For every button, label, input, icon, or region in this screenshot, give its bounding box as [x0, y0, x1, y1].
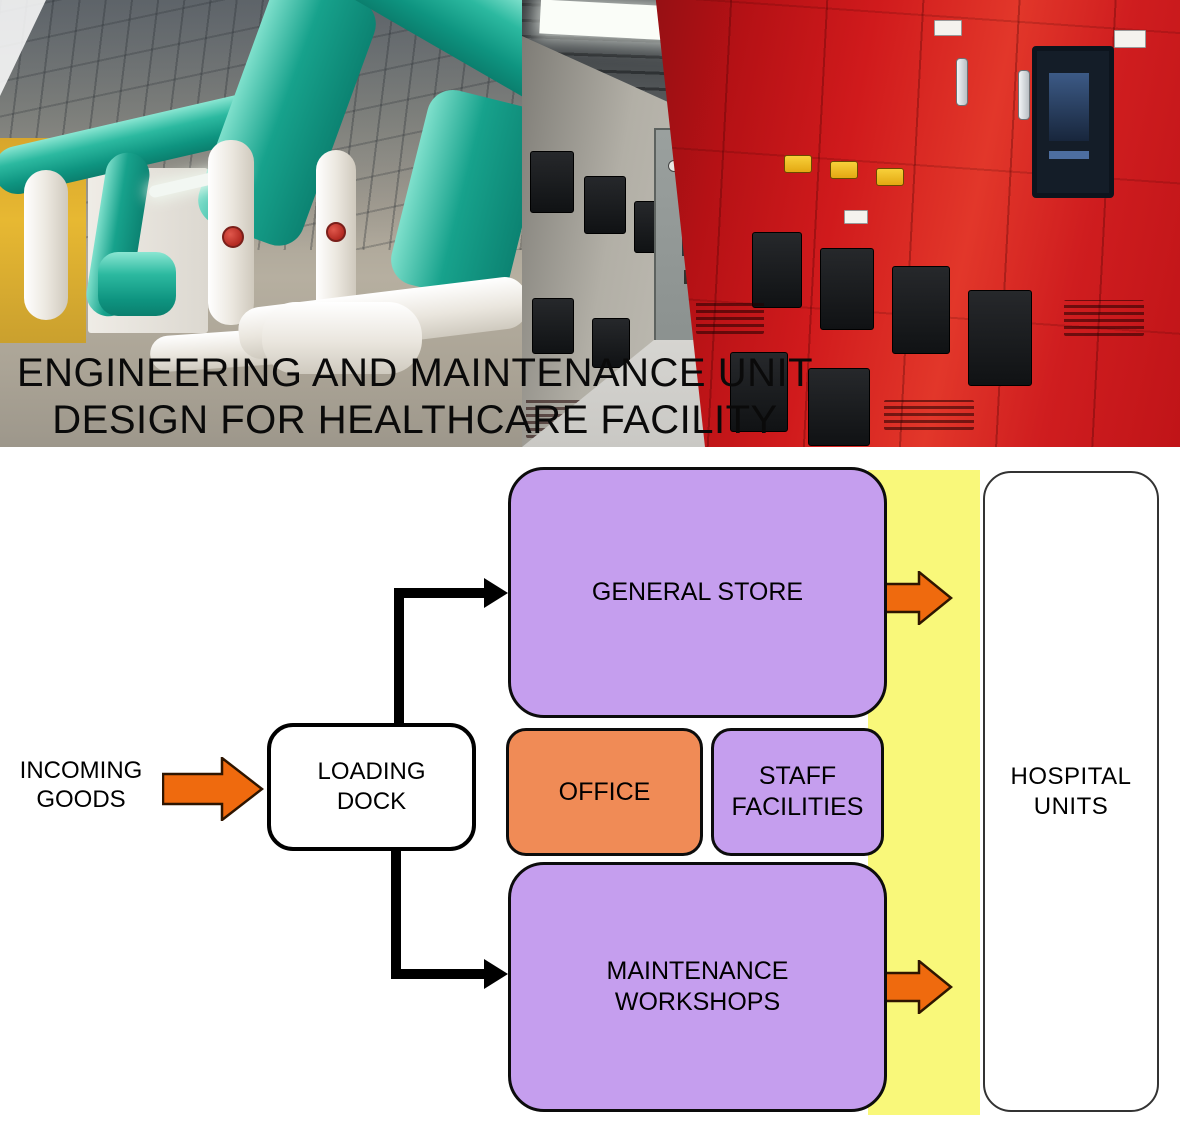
connector-up-vertical — [394, 588, 404, 725]
photo-electrical-switchgear-room — [522, 0, 1180, 447]
red-valve — [222, 226, 244, 248]
label-sticker — [844, 210, 868, 224]
page-title: ENGINEERING AND MAINTENANCE UNIT DESIGN … — [0, 350, 830, 444]
breaker-module — [584, 176, 626, 234]
node-general-store: GENERAL STORE — [508, 467, 887, 718]
vent-grille — [884, 400, 974, 430]
maintenance-workshops-line1: MAINTENANCE — [606, 957, 789, 985]
incoming-goods-label: INCOMING GOODS — [0, 756, 162, 814]
yellow-switch-handle — [784, 155, 812, 173]
photo-mechanical-plant-room — [0, 0, 522, 447]
general-store-label: GENERAL STORE — [591, 578, 804, 606]
relay-screen — [1049, 73, 1089, 141]
incoming-goods-line1: INCOMING — [19, 757, 143, 784]
loading-dock-line2: DOCK — [336, 788, 407, 815]
page-title-line1: ENGINEERING AND MAINTENANCE UNIT — [16, 351, 814, 395]
breaker-module — [968, 290, 1032, 386]
connector-up-arrowhead — [484, 578, 508, 608]
node-staff-facilities: STAFF FACILITIES — [711, 728, 884, 856]
hospital-units-line1: HOSPITAL — [1010, 762, 1132, 790]
connector-down-arrowhead — [484, 959, 508, 989]
label-sticker — [1114, 30, 1146, 48]
connector-down-horizontal — [391, 969, 485, 979]
office-label: OFFICE — [558, 777, 651, 806]
protection-relay-display — [1032, 46, 1114, 198]
connector-down-vertical — [391, 849, 401, 979]
door-handle — [1018, 70, 1030, 120]
teal-pipe-elbow — [98, 252, 176, 316]
breaker-module — [752, 232, 802, 308]
breaker-module — [820, 248, 874, 330]
relay-led-strip — [1049, 151, 1089, 159]
breaker-module — [730, 352, 788, 432]
node-loading-dock: LOADING DOCK — [267, 723, 476, 851]
loading-dock-line1: LOADING — [317, 758, 426, 785]
node-maintenance-workshops: MAINTENANCE WORKSHOPS — [508, 862, 887, 1112]
incoming-goods-arrow — [162, 757, 264, 821]
incoming-goods-line2: GOODS — [36, 786, 126, 813]
breaker-module — [532, 298, 574, 354]
red-switchgear-panels — [655, 0, 1180, 447]
yellow-switch-handle — [876, 168, 904, 186]
hospital-units-line2: UNITS — [1033, 792, 1109, 820]
breaker-module — [808, 368, 870, 446]
yellow-switch-handle — [830, 161, 858, 179]
node-office: OFFICE — [506, 728, 703, 856]
label-sticker — [934, 20, 962, 36]
breaker-module — [892, 266, 950, 354]
vent-grille — [1064, 300, 1144, 336]
red-valve — [326, 222, 346, 242]
maintenance-workshops-line2: WORKSHOPS — [614, 988, 781, 1016]
connector-up-horizontal — [394, 588, 484, 598]
staff-facilities-line2: FACILITIES — [731, 793, 864, 821]
page-title-line2: DESIGN FOR HEALTHCARE FACILITY — [52, 398, 778, 442]
door-handle — [956, 58, 968, 106]
staff-facilities-line1: STAFF — [758, 762, 837, 790]
white-vessel — [24, 170, 68, 320]
breaker-module — [530, 151, 574, 213]
breaker-module — [592, 318, 630, 368]
vent-grille — [696, 300, 764, 334]
white-tank — [262, 302, 422, 374]
node-hospital-units: HOSPITAL UNITS — [983, 471, 1159, 1112]
